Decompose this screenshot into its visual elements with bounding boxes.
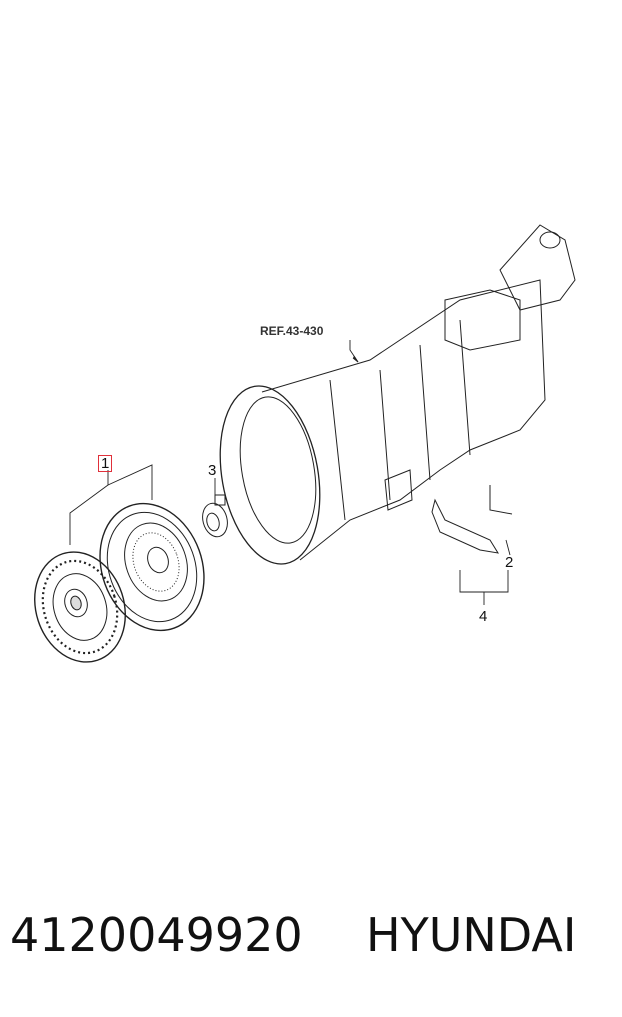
clutch-disc [34,551,126,663]
callout-4: 4 [479,608,488,625]
transmission-housing [219,224,576,565]
release-fork [431,485,513,554]
callout-3: 3 [208,462,217,479]
callout-2: 2 [505,554,514,571]
part-number: 4120049920 [10,908,303,962]
callout-1: 1 [98,455,113,472]
brand-name: HYUNDAI [366,908,577,962]
reference-label: REF.43-430 [260,324,324,338]
leader-lines [69,340,511,605]
release-bearing [202,494,228,538]
clutch-cover [99,502,205,632]
